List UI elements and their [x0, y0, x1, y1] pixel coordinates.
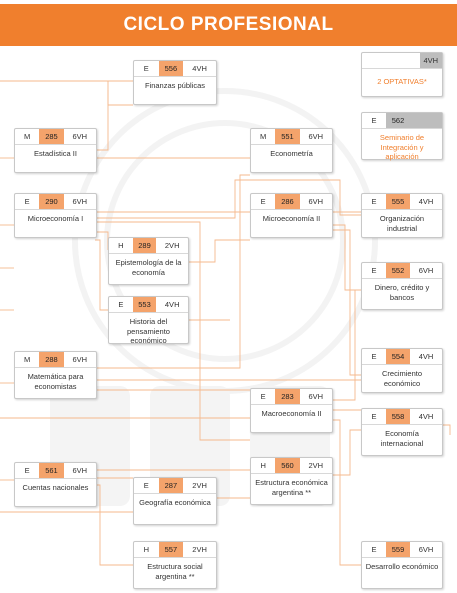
course-type: M [260, 132, 267, 141]
course-hours: 6VH [308, 132, 324, 141]
course-code: 283 [275, 389, 300, 404]
course-code: 558 [386, 409, 410, 424]
page-title: CICLO PROFESIONAL [0, 4, 457, 46]
course-name: Economía internacional [380, 429, 424, 448]
course-code: 290 [39, 194, 64, 209]
optativas-box[interactable]: 4VH 2 OPTATIVAS* [361, 52, 443, 97]
course-name: Cuentas nacionales [22, 483, 89, 492]
course-name: Estructura económica argentina ** [255, 478, 328, 497]
course-crecimiento-economico[interactable]: E 554 4VH Crecimiento económico [361, 348, 443, 393]
course-historia-pensamiento[interactable]: E 553 4VH Historia del pensamiento económi… [108, 296, 189, 345]
course-microeconomia-ii[interactable]: E 286 6VH Microeconomía II [250, 193, 333, 238]
course-hours: 2VH [308, 461, 324, 470]
course-estructura-economica[interactable]: H 560 2VH Estructura económica argentina *… [250, 457, 333, 505]
course-code: 286 [275, 194, 300, 209]
course-finanzas-publicas[interactable]: E 556 4VH Finanzas públicas [133, 60, 217, 105]
course-code: 560 [275, 458, 300, 473]
course-hours: 2VH [192, 545, 207, 554]
course-hours: 6VH [72, 132, 88, 141]
course-name: Crecimiento económico [381, 369, 422, 388]
course-type: E [260, 197, 266, 206]
course-type: E [143, 64, 149, 73]
course-code: 551 [275, 129, 300, 144]
course-seminario[interactable]: E 562 Seminario de Integración y aplicaci… [361, 112, 443, 161]
course-hours: 2VH [192, 481, 207, 490]
course-code: 557 [158, 542, 184, 557]
course-hours: 6VH [308, 392, 324, 401]
course-hours: 6VH [308, 197, 324, 206]
course-type: E [24, 466, 30, 475]
course-name: Dinero, crédito y bancos [374, 283, 430, 302]
course-type: E [371, 412, 377, 421]
course-name: Estadística II [34, 149, 77, 158]
course-hours: 6VH [72, 466, 88, 475]
course-hours: 4VH [418, 352, 434, 361]
course-name: Estructura social argentina ** [147, 562, 203, 581]
course-code: 555 [386, 194, 410, 209]
course-dinero-credito-bancos[interactable]: E 552 6VH Dinero, crédito y bancos [361, 262, 443, 310]
course-hours: 4VH [418, 197, 434, 206]
course-code: 552 [386, 263, 410, 278]
course-code: 561 [39, 463, 64, 478]
course-name: Epistemología de la economía [115, 258, 182, 277]
optativas-label: 2 OPTATIVAS* [377, 77, 427, 86]
course-name: Microeconomía I [27, 214, 84, 223]
optativas-hours: 4VH [419, 53, 442, 68]
course-geografia-economica[interactable]: E 287 2VH Geografía económica [133, 477, 217, 525]
course-cuentas-nacionales[interactable]: E 561 6VH Cuentas nacionales [14, 462, 97, 507]
course-name: Econometría [270, 149, 313, 158]
course-type: H [118, 241, 124, 250]
course-code: 287 [158, 478, 184, 493]
course-type: M [24, 355, 31, 364]
course-organizacion-industrial[interactable]: E 555 4VH Organización industrial [361, 193, 443, 238]
course-type: E [143, 481, 149, 490]
course-hours: 4VH [418, 412, 434, 421]
course-type: E [371, 545, 377, 554]
course-hours: 4VH [164, 300, 180, 309]
course-hours: 6VH [72, 355, 88, 364]
course-name: Microeconomía II [262, 214, 321, 223]
course-type: E [24, 197, 30, 206]
course-code: 562 [386, 113, 410, 128]
course-code: 553 [132, 297, 157, 312]
course-type: E [118, 300, 124, 309]
course-type: E [371, 352, 377, 361]
course-type: H [143, 545, 149, 554]
course-name: Macroeconomía II [261, 409, 322, 418]
course-type: E [371, 197, 377, 206]
course-name: Historia del pensamiento económico [127, 317, 170, 345]
course-desarrollo-economico[interactable]: E 559 6VH Desarrollo económico [361, 541, 443, 589]
course-estadistica-ii[interactable]: M 285 6VH Estadística II [14, 128, 97, 173]
course-type: E [371, 266, 377, 275]
course-name: Geografía económica [139, 498, 211, 507]
course-econometria[interactable]: M 551 6VH Econometría [250, 128, 333, 173]
course-estructura-social[interactable]: H 557 2VH Estructura social argentina ** [133, 541, 217, 589]
course-type: E [260, 392, 266, 401]
course-matematica-economistas[interactable]: M 288 6VH Matemática para economistas [14, 351, 97, 399]
course-code: 559 [386, 542, 410, 557]
course-hours: 2VH [164, 241, 180, 250]
course-code: 288 [39, 352, 64, 367]
course-name: Desarrollo económico [365, 562, 439, 571]
course-microeconomia-i[interactable]: E 290 6VH Microeconomía I [14, 193, 97, 238]
course-name: Finanzas públicas [144, 81, 206, 90]
course-hours: 4VH [192, 64, 207, 73]
course-hours: 6VH [418, 266, 434, 275]
course-hours: 6VH [418, 545, 434, 554]
course-epistemologia[interactable]: H 289 2VH Epistemología de la economía [108, 237, 189, 285]
course-name: Organización industrial [379, 214, 425, 233]
course-code: 285 [39, 129, 64, 144]
course-name: Matemática para economistas [27, 372, 84, 391]
course-type: M [24, 132, 31, 141]
course-macroeconomia-ii[interactable]: E 283 6VH Macroeconomía II [250, 388, 333, 433]
course-code: 556 [158, 61, 184, 76]
course-code: 289 [132, 238, 157, 253]
course-hours: 6VH [72, 197, 88, 206]
course-name: Seminario de Integración y aplicación [379, 133, 425, 161]
course-economia-internacional[interactable]: E 558 4VH Economía internacional [361, 408, 443, 456]
course-type: E [371, 116, 377, 125]
course-code: 554 [386, 349, 410, 364]
course-type: H [260, 461, 266, 470]
